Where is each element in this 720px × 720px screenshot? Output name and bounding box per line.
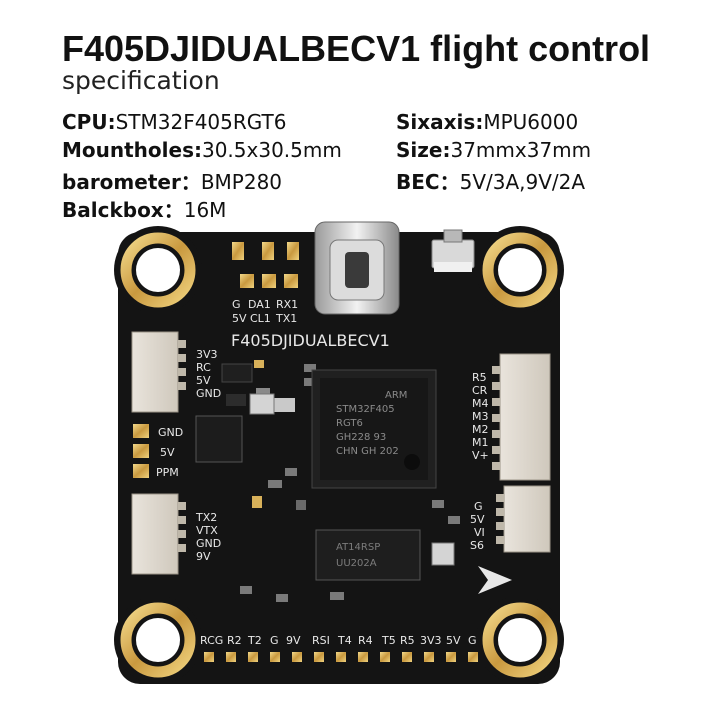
label-rsi: RSI bbox=[312, 634, 330, 647]
spec-bec: BEC：5V/3A,9V/2A bbox=[396, 166, 585, 195]
spec-size-key: Size: bbox=[396, 138, 451, 162]
label-m1: M1 bbox=[472, 436, 489, 449]
pad-label-rx1: RX1 bbox=[276, 298, 298, 311]
label-vplus: V+ bbox=[472, 449, 489, 462]
spec-sixaxis: Sixaxis:MPU6000 bbox=[396, 110, 578, 135]
left-receiver-pads bbox=[133, 424, 149, 478]
label-rcg: RCG bbox=[200, 634, 223, 647]
direction-arrow-icon bbox=[478, 566, 512, 594]
spec-sixaxis-value: MPU6000 bbox=[483, 110, 579, 134]
mounting-hole-bottom-right bbox=[482, 602, 558, 678]
spec-blackbox: Balckbox：16M bbox=[62, 194, 226, 223]
label-5v-right: 5V bbox=[470, 513, 485, 526]
spec-cpu-key: CPU: bbox=[62, 110, 116, 134]
mcu-mark-lot: GH228 93 bbox=[336, 432, 386, 443]
board-name-silkscreen: F405DJIDUALBECV1 bbox=[231, 331, 390, 350]
passive-components bbox=[221, 360, 460, 602]
label-5v-bottom: 5V bbox=[446, 634, 461, 647]
flash-chip bbox=[315, 529, 421, 581]
label-m3: M3 bbox=[472, 410, 489, 423]
label-3v3: 3V3 bbox=[196, 348, 218, 361]
spec-mountholes-value: 30.5x30.5mm bbox=[201, 138, 342, 162]
page-subtitle: specification bbox=[62, 66, 220, 95]
label-vtx: VTX bbox=[196, 524, 218, 537]
label-3v3-bottom: 3V3 bbox=[420, 634, 442, 647]
spec-barometer-value: BMP280 bbox=[200, 170, 283, 194]
usb-c-connector bbox=[314, 221, 400, 315]
spec-barometer-key: barometer： bbox=[62, 170, 201, 194]
flash-mark-part: AT14RSP bbox=[336, 542, 380, 553]
label-gnd-lower: GND bbox=[196, 537, 221, 550]
spec-size: Size:37mmx37mm bbox=[396, 138, 591, 163]
right-connector-lower bbox=[496, 485, 551, 553]
mounting-hole-top-right bbox=[482, 232, 558, 308]
label-rc: RC bbox=[196, 361, 211, 374]
label-t4: T4 bbox=[337, 634, 352, 647]
label-g-bottom-2: G bbox=[468, 634, 477, 647]
pad-label-tx1: TX1 bbox=[275, 312, 297, 325]
spec-mountholes: Mountholes:30.5x30.5mm bbox=[62, 138, 342, 163]
mounting-hole-bottom-left bbox=[120, 602, 196, 678]
label-m2: M2 bbox=[472, 423, 489, 436]
crystal bbox=[249, 393, 455, 566]
spec-cpu-value: STM32F405RGT6 bbox=[115, 110, 287, 134]
label-ppm: PPM bbox=[156, 466, 179, 479]
mcu-mark-part: STM32F405 bbox=[336, 404, 395, 415]
spec-barometer: barometer：BMP280 bbox=[62, 166, 282, 195]
spec-bec-key: BEC： bbox=[396, 170, 460, 194]
right-connector-upper bbox=[492, 353, 551, 481]
label-gnd-mid: GND bbox=[158, 426, 183, 439]
label-r5-bottom: R5 bbox=[400, 634, 415, 647]
label-r4: R4 bbox=[358, 634, 373, 647]
pad-label-g: G bbox=[232, 298, 241, 311]
label-cr: CR bbox=[472, 384, 488, 397]
spec-sixaxis-key: Sixaxis: bbox=[396, 110, 484, 134]
mcu-mark-variant: RGT6 bbox=[336, 418, 363, 429]
mcu-chip bbox=[311, 369, 437, 489]
label-t5: T5 bbox=[381, 634, 396, 647]
label-5v-upper: 5V bbox=[196, 374, 211, 387]
spec-bec-value: 5V/3A,9V/2A bbox=[459, 170, 586, 194]
label-s6: S6 bbox=[470, 539, 484, 552]
label-t2: T2 bbox=[247, 634, 262, 647]
spec-size-value: 37mmx37mm bbox=[450, 138, 592, 162]
mcu-mark-arm: ARM bbox=[385, 390, 407, 401]
label-r2: R2 bbox=[227, 634, 242, 647]
mounting-hole-top-left bbox=[120, 232, 196, 308]
label-gnd-upper: GND bbox=[196, 387, 221, 400]
pad-label-5v: 5V bbox=[232, 312, 247, 325]
label-tx2: TX2 bbox=[195, 511, 217, 524]
boot-button bbox=[431, 229, 475, 272]
label-vi: VI bbox=[474, 526, 485, 539]
label-m4: M4 bbox=[472, 397, 489, 410]
label-g-right: G bbox=[474, 500, 483, 513]
left-connector-lower bbox=[131, 493, 186, 575]
label-g-bottom-1: G bbox=[270, 634, 279, 647]
pad-label-cl1: CL1 bbox=[250, 312, 271, 325]
label-5v-mid: 5V bbox=[160, 446, 175, 459]
spec-blackbox-key: Balckbox： bbox=[62, 198, 184, 222]
label-r5: R5 bbox=[472, 371, 487, 384]
spec-cpu: CPU:STM32F405RGT6 bbox=[62, 110, 287, 135]
pad-label-da1: DA1 bbox=[248, 298, 271, 311]
imu-chip bbox=[195, 415, 243, 463]
label-9v: 9V bbox=[196, 550, 211, 563]
spec-blackbox-value: 16M bbox=[183, 198, 227, 222]
top-solder-pads bbox=[232, 242, 299, 288]
left-connector-upper bbox=[131, 331, 186, 413]
page-title: F405DJIDUALBECV1 flight control bbox=[62, 28, 651, 69]
flash-mark-lot: UU202A bbox=[336, 558, 377, 569]
bottom-solder-pads bbox=[204, 652, 478, 662]
mcu-mark-origin: CHN GH 202 bbox=[336, 446, 399, 457]
spec-mountholes-key: Mountholes: bbox=[62, 138, 202, 162]
label-9v-bottom: 9V bbox=[286, 634, 301, 647]
